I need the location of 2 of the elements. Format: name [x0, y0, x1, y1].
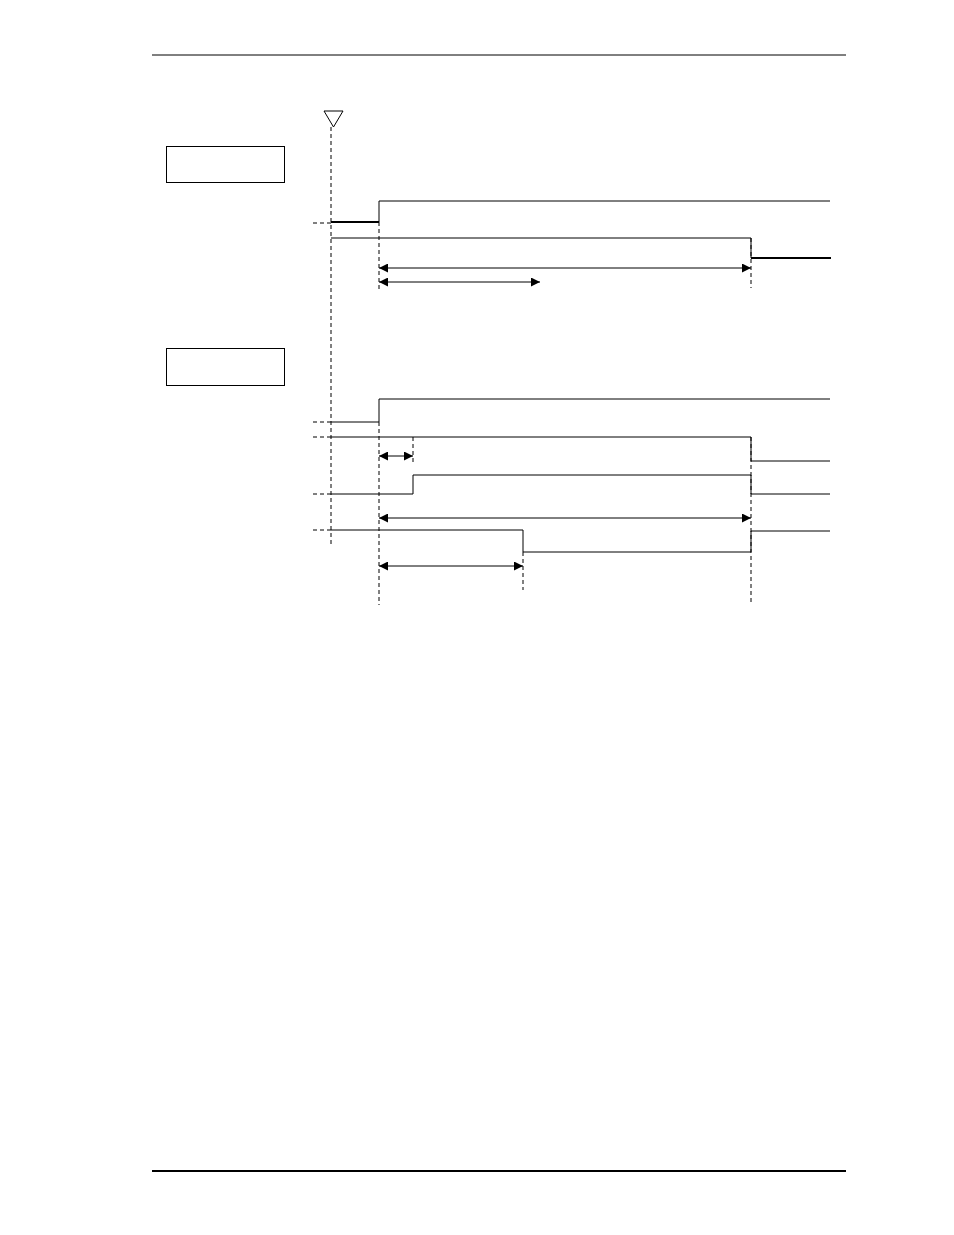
- empty-box: [166, 146, 285, 183]
- empty-box: [166, 348, 285, 386]
